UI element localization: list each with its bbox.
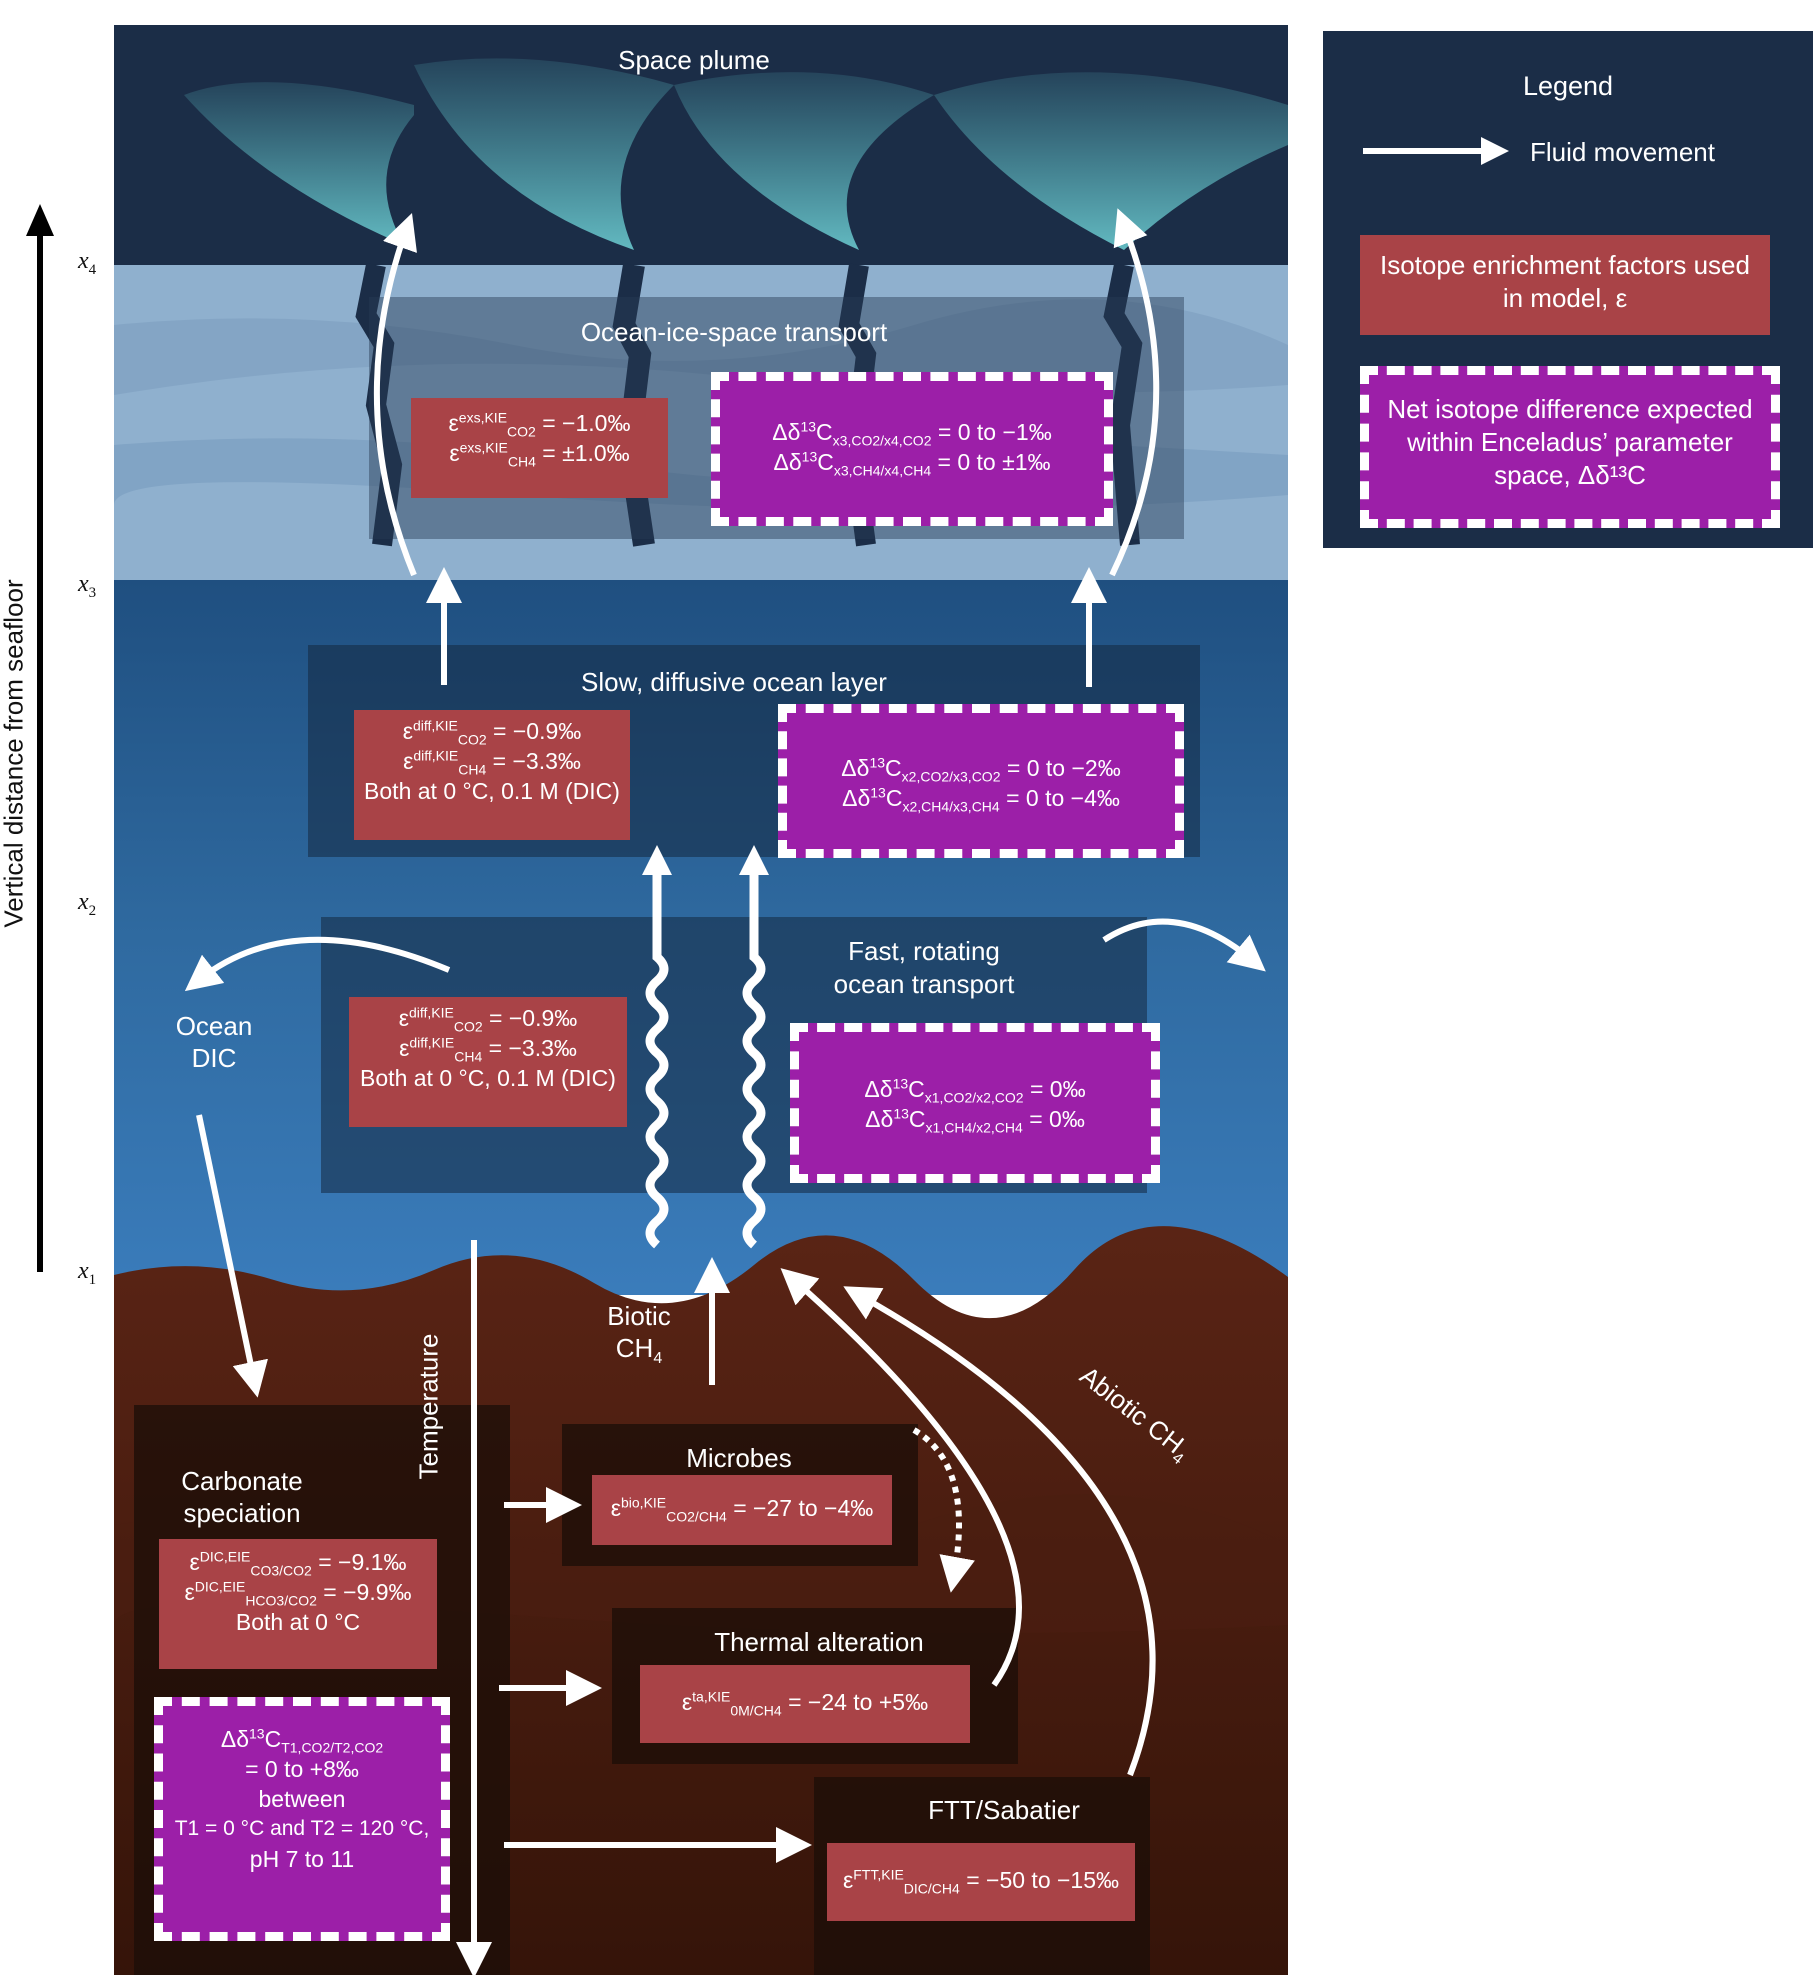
tick-x3: x3 [78,571,97,601]
net-x2x3-box: Δδ13Cx2,CO2/x3,CO2 = 0 to −2‰ Δδ13Cx2,CH… [778,704,1184,858]
ocean-ice-space-label: Ocean-ice-space transport [580,317,888,347]
axis-label: Vertical distance from seafloor [0,579,29,928]
legend-net-difference-box: Net isotope difference expected within E… [1360,366,1780,528]
axis-arrow [26,204,54,1272]
plume-shape [934,72,1288,250]
diff-kie-upper-box: εdiff,KIECO2 = −0.9‰ εdiff,KIECH4 = −3.3… [354,710,630,840]
tick-x1: x1 [78,1258,97,1288]
exs-kie-box: εexs,KIECO2 = −1.0‰ εexs,KIECH4 = ±1.0‰ [411,398,668,498]
bio-kie-box: εbio,KIECO2/CH4 = −27 to −4‰ [592,1475,892,1545]
diff-kie-lower-box: εdiff,KIECO2 = −0.9‰ εdiff,KIECH4 = −3.3… [349,997,627,1127]
microbes-label: Microbes [686,1443,792,1473]
net-t1t2-box: Δδ13CT1,CO2/T2,CO2 = 0 to +8‰ between T1… [154,1697,450,1941]
thermal-alteration-label: Thermal alteration [714,1627,924,1657]
legend-fluid-movement: Fluid movement [1530,137,1715,167]
enceladus-scene: Space plume Ocean-ice-space transport Sl… [114,25,1288,1975]
net-x3x4-box: Δδ13Cx3,CO2/x4,CO2 = 0 to −1‰ Δδ13Cx3,CH… [711,372,1113,526]
dic-eie-box: εDIC,EIECO3/CO2 = −9.1‰ εDIC,EIEHCO3/CO2… [159,1539,437,1669]
plume-shape [674,72,934,250]
ta-kie-box: εta,KIE0M/CH4 = −24 to +5‰ [640,1665,970,1743]
fluid-movement-arrow-icon [1363,137,1509,165]
slow-layer-label: Slow, diffusive ocean layer [581,667,887,697]
temperature-label: Temperature [413,1333,444,1480]
legend-title: Legend [1522,71,1614,101]
tick-x2: x2 [78,889,97,919]
plume-shape [184,82,414,245]
plume-shape [414,58,674,251]
ftt-kie-box: εFTT,KIEDIC/CH4 = −50 to −15‰ [827,1843,1135,1921]
legend-panel: Legend Fluid movement Isotope enrichment… [1323,31,1813,548]
legend-enrichment-box: Isotope enrichment factors used in model… [1360,235,1770,335]
net-x1x2-box: Δδ13Cx1,CO2/x2,CO2 = 0‰ Δδ13Cx1,CH4/x2,C… [790,1023,1160,1183]
tick-x4: x4 [78,248,97,278]
space-plume-label: Space plume [618,45,770,75]
ftt-sabatier-label: FTT/Sabatier [928,1795,1080,1825]
